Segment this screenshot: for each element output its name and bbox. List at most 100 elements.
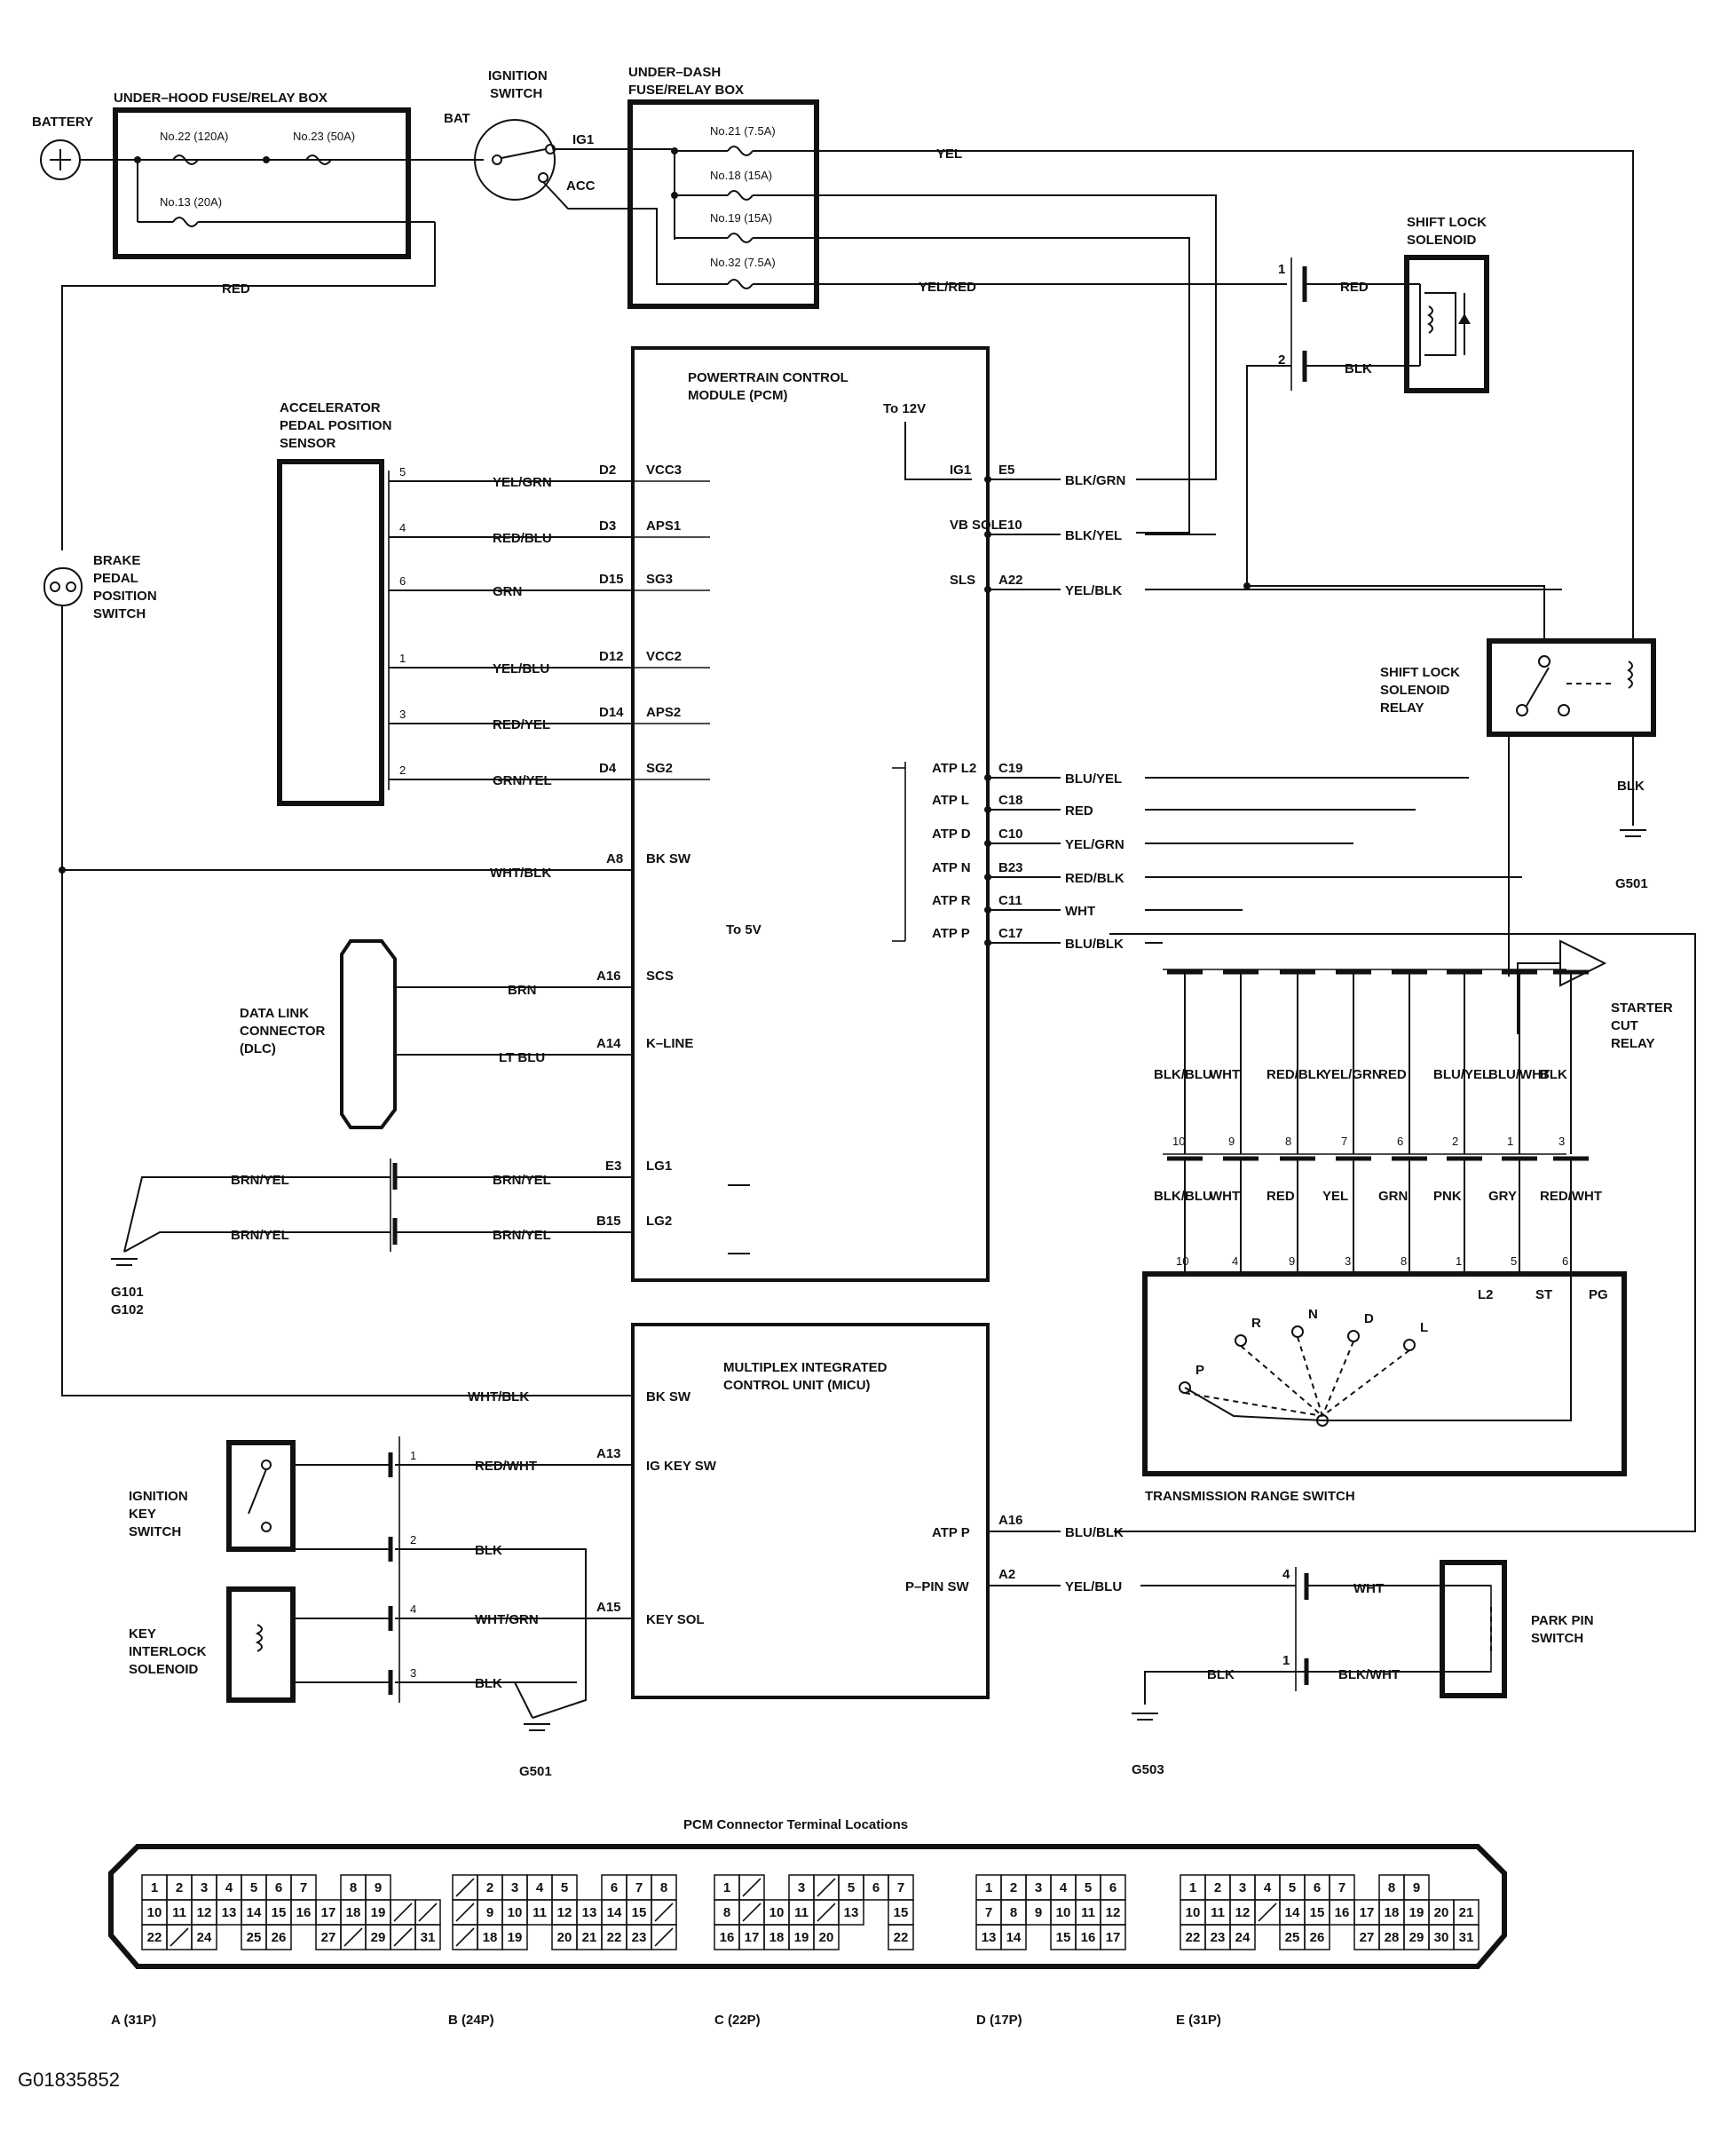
- bksw-wire: WHT/BLK: [490, 866, 551, 881]
- connector-terminal: 16: [1081, 1930, 1096, 1945]
- micu-left-wire-label: BLK: [475, 1676, 502, 1691]
- connector-terminal: 20: [557, 1930, 572, 1945]
- pp-wire-blk: BLK: [1207, 1667, 1235, 1682]
- pcm: POWERTRAIN CONTROL MODULE (PCM) To 12V T…: [631, 346, 990, 1282]
- apps-pin-name: SG3: [646, 572, 673, 587]
- pp-pin-4: 4: [1282, 1567, 1290, 1582]
- tr-lower-pin-num: 5: [1511, 1254, 1517, 1268]
- starter-label-1: STARTER: [1611, 1001, 1673, 1016]
- pcm-right-code: C17: [998, 926, 1023, 941]
- connector-terminal: 15: [272, 1905, 287, 1920]
- fuse-no19: No.19 (15A): [710, 211, 772, 225]
- tr-lower-pin-num: 4: [1232, 1254, 1238, 1268]
- connector-terminal: 9: [486, 1905, 493, 1920]
- to-5v-label: To 5V: [726, 922, 761, 937]
- connector-terminal: 17: [1360, 1905, 1375, 1920]
- battery: BATTERY: [32, 115, 93, 180]
- apps-wire-color: RED/BLU: [493, 531, 552, 546]
- tr-lower-wire-label: YEL: [1322, 1189, 1348, 1204]
- connector-terminal: 31: [421, 1930, 436, 1945]
- tr-position-label: N: [1308, 1307, 1318, 1322]
- ignition-switch-label-2: SWITCH: [490, 86, 542, 101]
- lg-left-wire-2: BRN/YEL: [231, 1228, 289, 1243]
- connector-terminal: 11: [1081, 1905, 1095, 1920]
- apps-wire-color: YEL/BLU: [493, 661, 549, 676]
- pcm-title-1: POWERTRAIN CONTROL: [688, 370, 848, 385]
- sls-pin-2: 2: [1278, 352, 1285, 368]
- connector-terminal: 27: [1360, 1930, 1375, 1945]
- under-dash-label-1: UNDER–DASH: [628, 65, 721, 80]
- pcm-right-name: IG1: [950, 463, 971, 478]
- micu-left-pin-num: 3: [410, 1666, 416, 1680]
- brake-label-2: PEDAL: [93, 571, 138, 586]
- connector-terminal: 12: [197, 1905, 212, 1920]
- g101-left: G101: [111, 1285, 144, 1300]
- accelerator-pedal-sensor: ACCELERATOR PEDAL POSITION SENSOR: [277, 400, 391, 806]
- apps-wire-color: GRN/YEL: [493, 773, 552, 788]
- sls-wire-blk: BLK: [1345, 361, 1372, 376]
- apps-label-2: PEDAL POSITION: [280, 418, 391, 433]
- connector-terminal: 2: [1010, 1880, 1017, 1895]
- lg-code-1: E3: [605, 1159, 621, 1174]
- tr-lower-wire-label: BLK/BLU: [1154, 1189, 1212, 1204]
- micu-left-code: A13: [596, 1446, 621, 1461]
- pcm-right-code: C11: [998, 893, 1022, 908]
- connector-terminal: 2: [176, 1880, 183, 1895]
- connector-terminal: 9: [1413, 1880, 1420, 1895]
- apps-code: D12: [599, 649, 624, 664]
- connector-label: B (24P): [448, 2013, 494, 2028]
- tr-title: TRANSMISSION RANGE SWITCH: [1145, 1489, 1355, 1504]
- connector-terminal: 5: [1289, 1880, 1296, 1895]
- pcm-right-code: E5: [998, 463, 1014, 478]
- tr-position-label: PG: [1589, 1287, 1608, 1302]
- connector-terminal: 1: [151, 1880, 158, 1895]
- connector-terminal: 7: [985, 1905, 992, 1920]
- connector-blank: [343, 1927, 363, 1947]
- tr-contact: [1291, 1325, 1304, 1338]
- connector-label: C (22P): [714, 2013, 761, 2028]
- connector-terminal: 10: [147, 1905, 162, 1920]
- connector-blank: [817, 1903, 836, 1922]
- connector-terminal: 7: [897, 1880, 904, 1895]
- apps-pin: 6: [399, 574, 406, 588]
- g501-bottom: G501: [519, 1764, 552, 1779]
- pcm-right-name: ATP D: [932, 827, 971, 842]
- connector-terminal: 20: [819, 1930, 834, 1945]
- brake-label-1: BRAKE: [93, 553, 140, 568]
- connector-terminal: 11: [172, 1905, 186, 1920]
- connector-terminal: 5: [250, 1880, 257, 1895]
- fuse-no23: No.23 (50A): [293, 130, 355, 143]
- connector-terminal: 6: [275, 1880, 282, 1895]
- ign-bat-label: BAT: [444, 111, 470, 126]
- apps-label-3: SENSOR: [280, 436, 336, 451]
- tr-lower-pin-num: 8: [1401, 1254, 1407, 1268]
- iks-label-3: SWITCH: [129, 1524, 181, 1539]
- iks-label-1: IGNITION: [129, 1489, 188, 1504]
- connector-terminal: 8: [1388, 1880, 1395, 1895]
- connector-terminal: 29: [1409, 1930, 1424, 1945]
- connector-cell: [888, 1924, 914, 1950]
- connector-terminal: 3: [1239, 1880, 1246, 1895]
- tr-upper-connector: BLK/BLU10WHT9RED/BLK8YEL/GRN7RED6BLU/YEL…: [1154, 969, 1589, 1154]
- connector-cell: [265, 1924, 292, 1950]
- micu-right-name: ATP P: [932, 1525, 970, 1540]
- connector-terminal: 6: [1109, 1880, 1117, 1895]
- tr-position-label: D: [1364, 1311, 1374, 1326]
- tr-upper-pin-num: 2: [1452, 1135, 1458, 1148]
- connector-blank: [455, 1903, 475, 1922]
- connector-terminal: 13: [582, 1905, 597, 1920]
- pcm-right-wire: WHT: [1065, 904, 1095, 919]
- kis-label-1: KEY: [129, 1626, 156, 1642]
- lg-wire-1: BRN/YEL: [493, 1173, 551, 1188]
- connector-terminal: 15: [1310, 1905, 1325, 1920]
- tr-upper-pin-num: 7: [1341, 1135, 1347, 1148]
- pcm-right-code: B23: [998, 860, 1023, 875]
- connector-terminal: 6: [1314, 1880, 1321, 1895]
- wire-yel: YEL: [936, 146, 962, 162]
- connector-terminal: 14: [247, 1905, 262, 1920]
- fuse-no13: No.13 (20A): [160, 195, 222, 209]
- sls-label-1: SHIFT LOCK: [1407, 215, 1487, 230]
